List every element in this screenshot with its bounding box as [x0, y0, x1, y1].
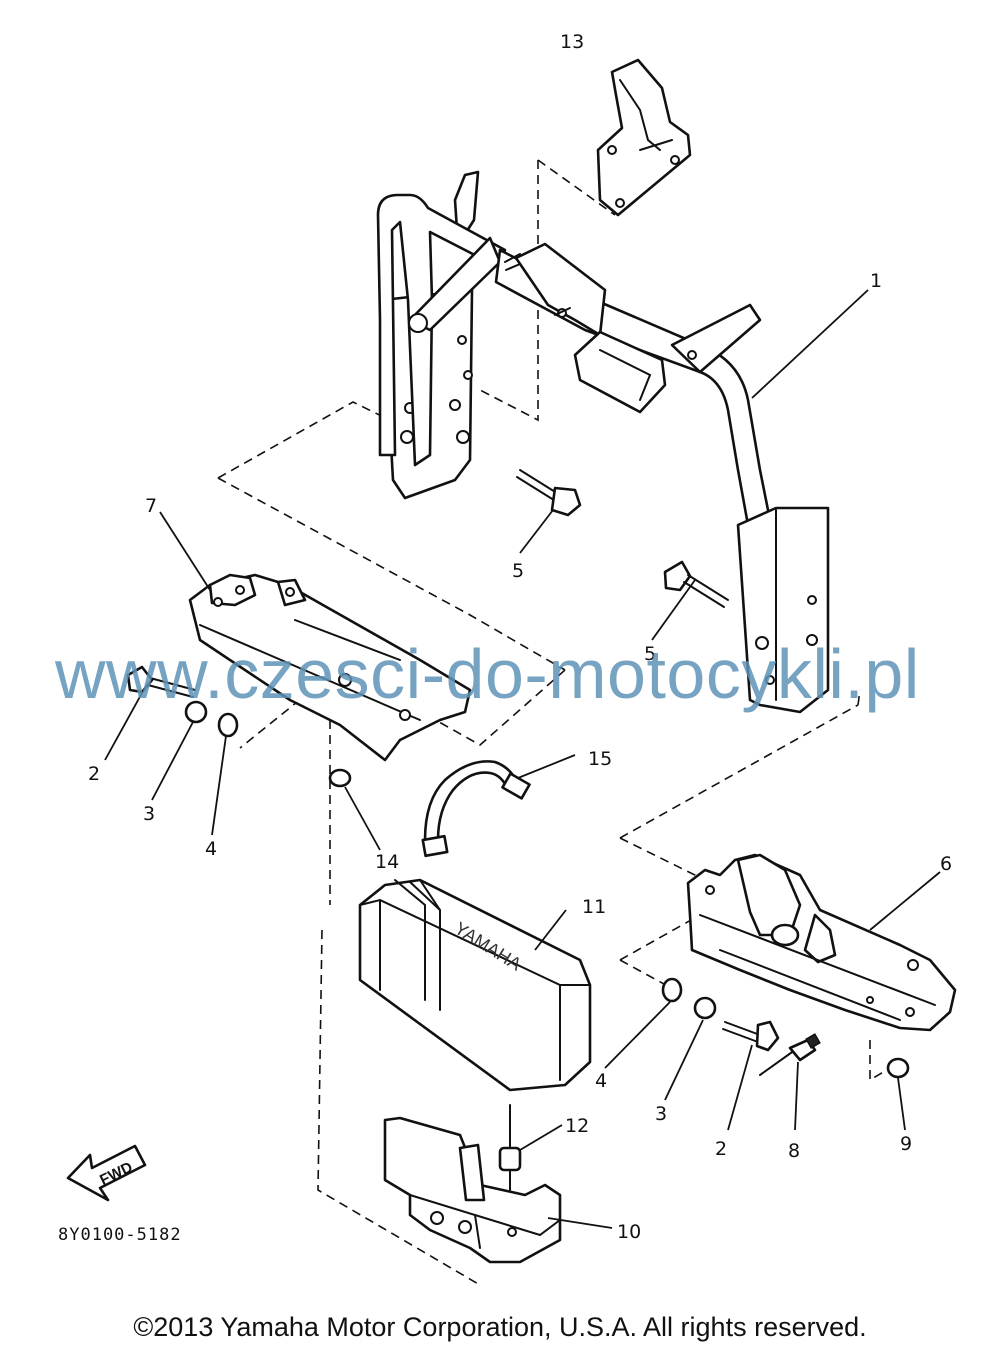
drawing-code: 8Y0100-5182	[58, 1225, 182, 1245]
callout-5b: 5	[644, 643, 656, 665]
leader-2b	[727, 1044, 753, 1131]
callout-7: 7	[145, 495, 157, 517]
watermark: www.czesci-do-motocykli.pl	[54, 635, 920, 713]
leader-7	[159, 511, 211, 591]
leader-9	[897, 1077, 906, 1131]
part-3-washer-right	[693, 996, 717, 1020]
callout-11: 11	[582, 896, 606, 918]
part-15-strap	[421, 760, 531, 858]
leader-14	[344, 786, 381, 851]
callout-2a: 2	[88, 763, 100, 785]
part-3-washer-left	[184, 700, 208, 724]
callout-10: 13	[560, 31, 584, 53]
leader-1	[751, 289, 869, 399]
leader-5a	[519, 509, 554, 554]
assembly-dashed-lines	[217, 159, 891, 1286]
callout-12: 10	[617, 1221, 641, 1243]
leader-5b	[651, 579, 696, 641]
part-2-bolt-left	[126, 665, 196, 698]
part-7-bracket	[188, 573, 472, 762]
callout-8: 8	[788, 1140, 800, 1162]
part-13-screw	[498, 1104, 522, 1191]
leader-8	[794, 1061, 799, 1131]
leader-2a	[104, 692, 143, 761]
part-4-washer-left	[217, 712, 239, 738]
callout-3a: 3	[143, 803, 155, 825]
fwd-arrow-icon: FWD	[66, 1144, 147, 1202]
leader-3b	[664, 1019, 704, 1101]
callout-1: 1	[870, 270, 882, 292]
callout-2b: 2	[715, 1138, 727, 1160]
part-2-bolt-right	[722, 1020, 780, 1052]
leader-4a	[211, 735, 227, 836]
part-5-bolt-lower	[663, 560, 729, 608]
leader-11	[534, 909, 567, 951]
leader-12	[547, 1217, 613, 1229]
leader-13	[519, 1124, 563, 1151]
part-4-washer-right	[661, 977, 683, 1003]
part-14-grommet	[328, 768, 352, 788]
part-10-cover	[596, 58, 692, 217]
part-6-bracket	[686, 853, 957, 1032]
part-8-pin	[759, 1033, 821, 1076]
callout-labels: 13 1 7 5 5 2 3 4 14 15 11 6 4 3 2 8 9 12…	[88, 31, 952, 1243]
leader-15	[517, 754, 576, 779]
leader-6	[869, 871, 941, 931]
leader-4b	[604, 1001, 671, 1069]
callout-14: 14	[375, 851, 399, 873]
callout-15: 15	[588, 748, 612, 770]
callout-3b: 3	[655, 1103, 667, 1125]
callout-4a: 4	[205, 838, 217, 860]
part-11-battery: YAMAHA	[358, 878, 592, 1092]
callout-9: 9	[900, 1133, 912, 1155]
copyright-notice: ©2013 Yamaha Motor Corporation, U.S.A. A…	[133, 1312, 867, 1342]
callout-4b: 4	[595, 1070, 607, 1092]
part-5-bolt-upper	[516, 469, 582, 517]
callout-13: 12	[565, 1115, 589, 1137]
leader-3a	[151, 721, 194, 801]
callout-5a: 5	[512, 560, 524, 582]
part-12-battery-bracket	[383, 1116, 562, 1264]
callout-6: 6	[940, 853, 952, 875]
part-1-frame	[376, 170, 830, 714]
part-9-nut	[886, 1057, 910, 1079]
